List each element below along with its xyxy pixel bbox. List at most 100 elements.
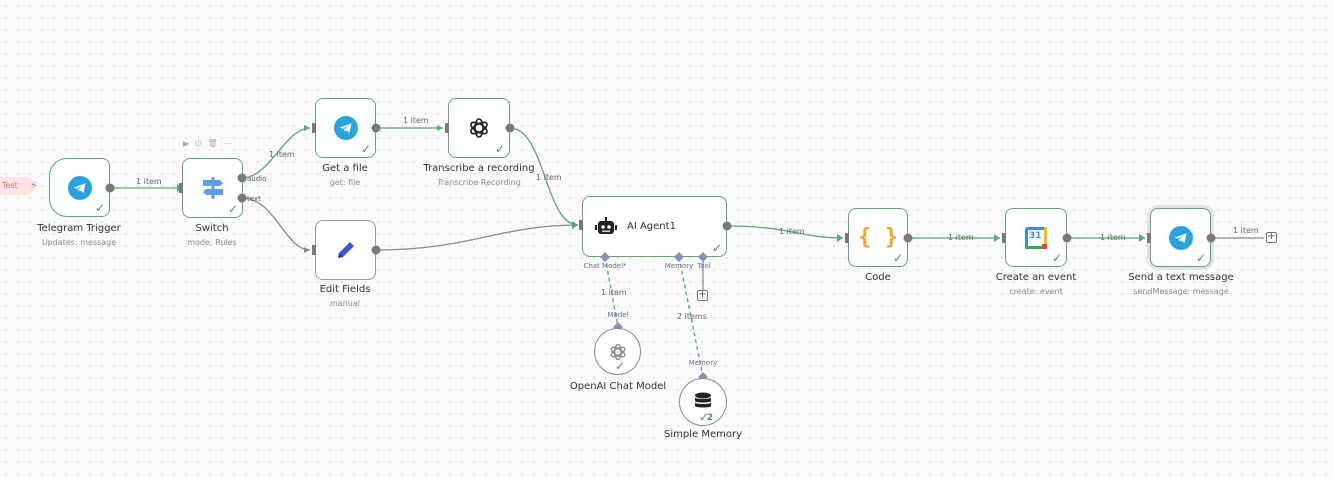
input-handle[interactable] — [179, 183, 183, 193]
success-check-icon: ✓ — [1195, 251, 1206, 265]
input-handle[interactable] — [1147, 233, 1151, 243]
power-icon[interactable]: ⏻ — [195, 139, 208, 148]
robot-icon — [595, 216, 617, 234]
success-check-icon: ✓ — [892, 251, 903, 265]
edge-label: 1 item — [403, 116, 429, 125]
pencil-icon — [337, 242, 354, 258]
edge-memory-agent — [678, 256, 704, 378]
input-handle[interactable] — [312, 123, 316, 133]
telegram-icon — [1168, 225, 1193, 250]
node-subtitle: sendMessage: message — [1133, 287, 1229, 296]
node-telegram-trigger[interactable]: ✓ — [49, 158, 110, 217]
edge-label: 1 item — [601, 288, 627, 297]
edge-editfields-agent — [375, 224, 579, 251]
telegram-icon — [333, 116, 358, 140]
node-subtitle: get: file — [329, 178, 361, 187]
add-node-button[interactable]: + — [1266, 231, 1277, 243]
success-check-icon: ✓ — [614, 359, 625, 373]
output-handle[interactable] — [371, 245, 381, 255]
success-check-icon: ✓ — [1051, 251, 1062, 265]
edge-label: 1 item — [1100, 233, 1126, 242]
node-title: Send a text message — [1128, 272, 1234, 283]
node-title: AI Agent1 — [627, 221, 676, 232]
success-check-icon: ✓ — [711, 241, 722, 255]
edge-switch-editfields — [241, 197, 311, 251]
edge-model-agent — [604, 256, 619, 328]
output-handle[interactable] — [1206, 233, 1216, 243]
node-create-event[interactable]: 31 ✓ — [1005, 208, 1067, 267]
node-title: Transcribe a recording — [423, 163, 535, 174]
node-title: Code — [865, 272, 891, 283]
node-title: Create an event — [995, 272, 1077, 283]
node-get-file[interactable]: ✓ — [315, 98, 376, 158]
node-subtitle: Transcribe Recording — [437, 178, 521, 187]
trash-icon[interactable]: 🗑 — [207, 139, 224, 148]
input-handle[interactable] — [845, 233, 849, 243]
edge-agent-code — [726, 225, 844, 239]
node-subtitle: mode: Rules — [187, 238, 237, 247]
input-handle[interactable] — [579, 220, 583, 230]
success-check-icon: ✓ — [94, 201, 105, 215]
node-toolbar: ▶⏻🗑⋯ — [183, 139, 238, 149]
openai-icon — [610, 343, 625, 360]
output-handle-audio[interactable] — [237, 173, 247, 183]
switch-signpost-icon — [202, 177, 223, 199]
node-title: Edit Fields — [319, 284, 371, 295]
port-label-audio: audio — [247, 175, 267, 183]
output-handle[interactable] — [722, 221, 732, 231]
output-handle-text[interactable] — [237, 193, 247, 203]
edge-label: 1 item — [779, 227, 805, 236]
node-title: Simple Memory — [664, 429, 742, 440]
play-icon[interactable]: ▶ — [183, 139, 196, 148]
success-check-icon: ✓ — [360, 142, 371, 156]
port-label-model: Model — [607, 311, 629, 319]
node-subtitle: create: event — [1009, 287, 1063, 296]
node-subtitle: Updates: message — [41, 238, 117, 247]
edge-label: 1 item — [536, 173, 562, 182]
node-title: Get a file — [322, 163, 368, 174]
code-braces-icon: { } — [858, 225, 898, 250]
output-handle[interactable] — [105, 183, 115, 193]
more-icon[interactable]: ⋯ — [223, 139, 238, 148]
google-calendar-icon: 31 — [1025, 226, 1047, 249]
edge-label: 2 items — [677, 312, 707, 321]
node-ai-agent[interactable]: AI Agent1 ✓ — [582, 196, 727, 257]
edge-label: 1 item — [948, 233, 974, 242]
node-edit-fields[interactable] — [315, 220, 376, 280]
node-simple-memory[interactable]: ✓ 2 — [679, 378, 727, 426]
output-handle[interactable] — [371, 123, 381, 133]
edge-label: 1 item — [136, 177, 162, 186]
bolt-icon: ⚡ — [30, 179, 38, 192]
input-handle[interactable] — [312, 245, 316, 255]
node-title: OpenAI Chat Model — [569, 381, 667, 392]
add-tool-button[interactable]: + — [697, 289, 708, 301]
node-switch[interactable]: ✓ — [182, 158, 243, 218]
port-label-tool: Tool — [697, 262, 711, 270]
edge-label: 1 item — [269, 150, 295, 159]
edge-label: 1 item — [1233, 226, 1259, 235]
success-check-icon: ✓ — [227, 202, 238, 216]
telegram-icon — [67, 175, 92, 200]
success-check-icon: ✓ — [494, 142, 505, 156]
test-trigger-badge[interactable]: Test — [0, 177, 34, 195]
success-check-icon: ✓ — [698, 410, 709, 424]
database-icon — [695, 392, 711, 408]
node-title: Telegram Trigger — [37, 223, 121, 234]
input-handle[interactable] — [445, 123, 449, 133]
input-handle[interactable] — [1002, 233, 1006, 243]
output-handle[interactable] — [1062, 233, 1072, 243]
node-send-text-message[interactable]: ✓ — [1150, 208, 1211, 267]
port-label-text: text — [247, 195, 261, 203]
output-handle[interactable] — [505, 123, 515, 133]
node-code[interactable]: { } ✓ — [848, 208, 908, 267]
node-title: Switch — [195, 223, 229, 234]
node-subtitle: manual — [330, 299, 360, 308]
port-label-chat-model: Chat Model* — [583, 262, 627, 270]
openai-icon — [470, 118, 488, 138]
node-openai-chat-model[interactable]: ✓ — [594, 328, 641, 375]
port-label-memory: Memory — [688, 359, 718, 367]
output-handle[interactable] — [903, 233, 913, 243]
run-count-badge: 2 — [706, 413, 713, 423]
node-transcribe-recording[interactable]: ✓ — [448, 98, 510, 158]
